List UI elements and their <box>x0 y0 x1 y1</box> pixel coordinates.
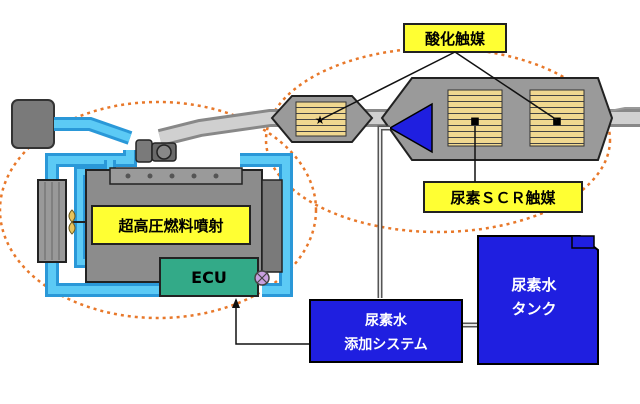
scr-catalyst-label-box <box>423 181 583 213</box>
scr-catalyst-core-2 <box>529 89 585 147</box>
ecu-signal-line <box>235 300 310 345</box>
urea-feed-line <box>377 125 390 298</box>
svg-text:■: ■ <box>552 116 561 127</box>
urea-tank-label-line2: タンク <box>511 300 556 318</box>
urea-dosing-label-line2: 添加システム <box>344 336 428 353</box>
injection-label-box <box>91 205 251 245</box>
svg-text:■: ■ <box>470 116 479 127</box>
urea-dosing-label-line1: 尿素水 <box>365 312 408 329</box>
urea-dosing-system-box <box>309 299 463 363</box>
air-filter <box>11 99 55 149</box>
turbocharger <box>135 139 177 163</box>
ecu-box <box>159 257 259 297</box>
urea-tank-label-line1: 尿素水 <box>511 276 557 294</box>
urea-tank <box>477 235 599 365</box>
aftertreatment-group-ellipse <box>264 46 612 234</box>
ecu-connector-icon <box>254 270 270 286</box>
engine-group-ellipse <box>0 100 318 320</box>
oxidation-catalyst-label: 酸化触媒 <box>425 30 486 48</box>
flywheel-housing <box>261 179 283 273</box>
injection-label: 超高圧燃料噴射 <box>117 217 223 235</box>
ecu-label: ECU <box>191 268 227 287</box>
cylinder-head <box>109 167 243 185</box>
oxidation-catalyst-label-box <box>403 23 507 53</box>
scr-catalyst-label: 尿素ＳＣＲ触媒 <box>450 189 556 207</box>
urea-injector-icon <box>388 102 433 154</box>
fan-icon <box>68 209 86 235</box>
